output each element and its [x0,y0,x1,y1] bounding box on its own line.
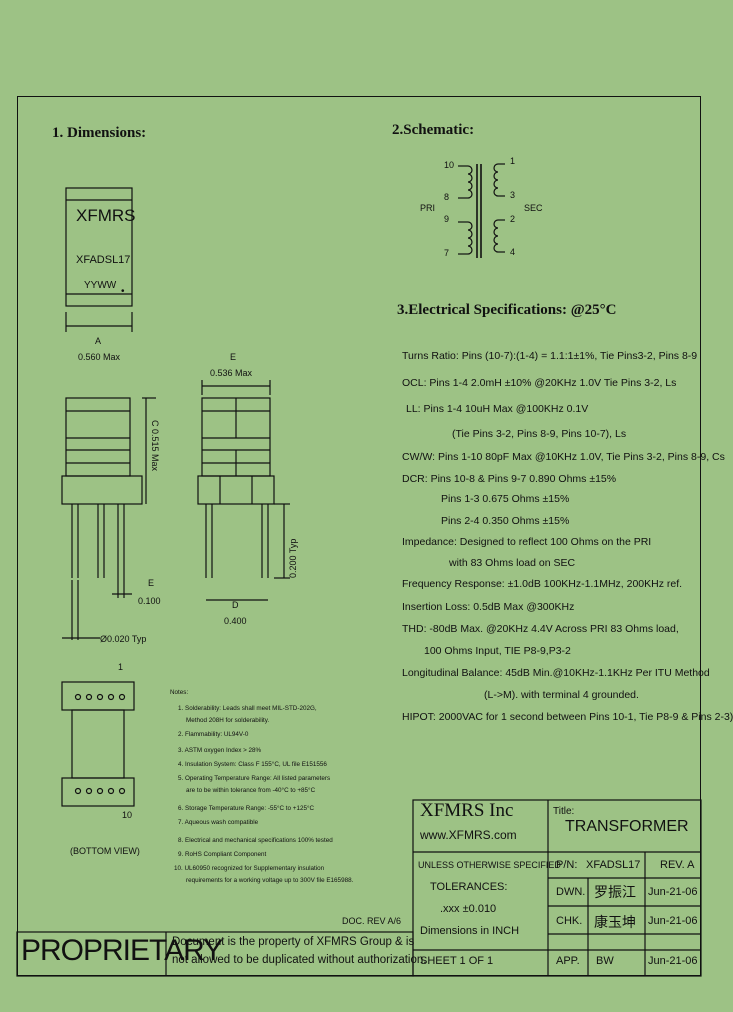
note-2: 2. Flammability: UL94V-0 [178,731,249,738]
note-4: 4. Insulation System: Class F 155°C, UL … [178,761,327,768]
dim-pin-dia: Ø0.020 Typ [100,634,147,644]
pn-label: P/N: [556,859,578,871]
dwn-label: DWN. [556,886,586,898]
brand-marking: XFMRS [76,206,136,225]
pin-1: 1 [510,156,516,166]
spec-ocl: OCL: Pins 1-4 2.0mH ±10% @20KHz 1.0V Tie… [402,377,677,389]
dim-d-value: 0.400 [224,616,247,626]
spec-cww: CW/W: Pins 1-10 80pF Max @10KHz 1.0V, Ti… [402,451,725,463]
sec-label: SEC [524,203,543,213]
spec-turns-ratio: Turns Ratio: Pins (10-7):(1-4) = 1.1:1±1… [402,350,698,362]
spec-long-balance: Longitudinal Balance: 45dB Min.@10KHz-1.… [402,667,710,679]
spec-dcr: DCR: Pins 10-8 & Pins 9-7 0.890 Ohms ±15… [402,473,617,485]
dim-e2-letter: E [148,578,155,588]
proprietary-line-2: not allowed to be duplicated without aut… [172,954,427,966]
note-10: 10. UL60950 recognized for Supplementary… [174,865,325,872]
note-8: 8. Electrical and mechanical specificati… [178,837,333,844]
spec-dcr-2: Pins 1-3 0.675 Ohms ±15% [441,493,570,505]
doc-rev: DOC. REV A/6 [342,916,402,926]
date-code: YYWW [84,280,117,291]
dwn-date: Jun-21-06 [648,886,698,898]
note-1: 1. Solderability: Leads shall meet MIL-S… [178,705,317,712]
spec-hipot: HIPOT: 2000VAC for 1 second between Pins… [402,711,733,723]
pin-4: 4 [510,247,516,257]
company-name: XFMRS Inc [420,800,514,821]
rev-value: REV. A [660,859,695,871]
pin-9: 9 [444,214,450,224]
bottom-view-label: (BOTTOM VIEW) [70,846,140,856]
sheet-number: SHEET 1 OF 1 [420,955,494,967]
company-website: www.XFMRS.com [420,828,517,842]
spec-impedance-cont: with 83 Ohms load on SEC [449,557,576,569]
app-date: Jun-21-06 [648,955,698,967]
dim-a-letter: A [95,336,102,346]
dim-c: C 0.515 Max [150,420,160,472]
spec-ll: LL: Pins 1-4 10uH Max @100KHz 0.1V [406,403,589,415]
dim-e-value: 0.536 Max [210,368,253,378]
spec-freq-response: Frequency Response: ±1.0dB 100KHz-1.1MHz… [402,578,683,590]
note-5-cont: are to be within tolerance from -40°C to… [186,787,316,794]
spec-dcr-3: Pins 2-4 0.350 Ohms ±15% [441,515,570,527]
dwn-signature: 罗振江 [594,886,636,901]
spec-long-balance-cont: (L->M). with terminal 4 grounded. [484,689,639,701]
part-marking: XFADSL17 [76,254,131,266]
pin-3: 3 [510,190,516,200]
tolerance-value: .xxx ±0.010 [440,903,497,915]
dim-e2-value: 0.100 [138,596,161,606]
spec-insertion-loss: Insertion Loss: 0.5dB Max @300KHz [402,601,575,613]
note-6: 6. Storage Temperature Range: -55°C to +… [178,805,315,812]
dimensions-heading: 1. Dimensions: [52,125,147,141]
spec-ll-cont: (Tie Pins 3-2, Pins 8-9, Pins 10-7), Ls [452,428,627,440]
spec-thd-cont: 100 Ohms Input, TIE P8-9,P3-2 [424,645,571,657]
pin1-label: 1 [118,662,124,672]
unless-specified: UNLESS OTHERWISE SPECIFIED [418,860,561,870]
note-10-cont: requirements for a working voltage up to… [186,877,354,884]
pin-7: 7 [444,248,450,258]
chk-date: Jun-21-06 [648,915,698,927]
proprietary-label: PROPRIETARY [21,934,223,967]
pin1-dot: • [121,286,125,297]
proprietary-line-1: Document is the property of XFMRS Group … [172,936,415,948]
note-1-cont: Method 208H for solderability. [186,717,270,724]
dimensions-unit: Dimensions in INCH [420,925,520,937]
dim-e-letter: E [230,352,237,362]
pin-10: 10 [444,160,455,170]
schematic-heading: 2.Schematic: [392,122,475,138]
dim-typ: 0.200 Typ [288,538,298,578]
pin10-label: 10 [122,810,133,820]
title-value: TRANSFORMER [565,818,689,835]
app-label: APP. [556,955,580,967]
dim-a-value: 0.560 Max [78,352,121,362]
pin-8: 8 [444,192,450,202]
spec-thd: THD: -80dB Max. @20KHz 4.4V Across PRI 8… [402,623,679,635]
electrical-heading: 3.Electrical Specifications: @25°C [397,302,617,318]
app-signature: BW [596,955,614,967]
tolerances-label: TOLERANCES: [430,881,508,893]
pin-2: 2 [510,214,516,224]
note-7: 7. Aqueous wash compatible [178,819,259,826]
note-3: 3. ASTM oxygen Index > 28% [178,747,262,754]
dim-d-letter: D [232,600,239,610]
title-label: Title: [553,806,575,817]
notes-title: Notes: [170,689,189,696]
note-5: 5. Operating Temperature Range: All list… [178,775,331,782]
spec-impedance: Impedance: Designed to reflect 100 Ohms … [402,536,652,548]
chk-signature: 康玉坤 [594,916,636,931]
pri-label: PRI [420,203,436,213]
pn-value: XFADSL17 [586,859,641,871]
chk-label: CHK. [556,915,583,927]
note-9: 9. RoHS Compliant Component [178,851,267,858]
